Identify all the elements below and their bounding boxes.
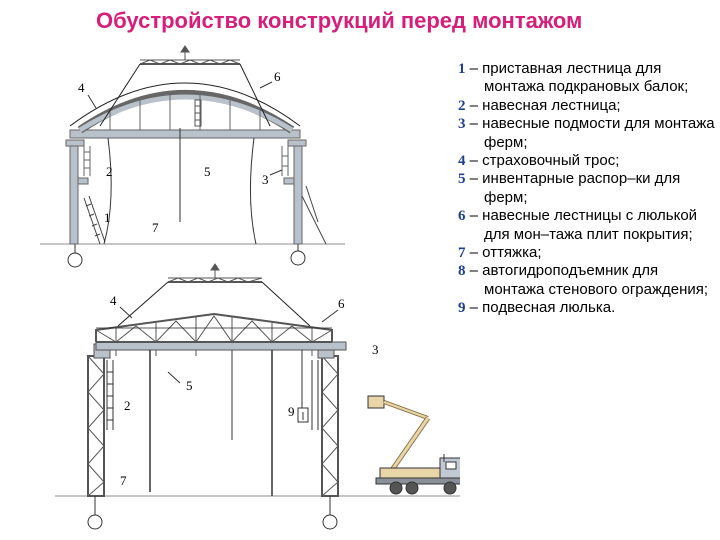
right-column-bottom (311, 343, 339, 497)
label-2-bottom: 2 (124, 398, 131, 413)
label-2-top: 2 (106, 164, 113, 179)
legend-item-8: 8 – автогидроподъемник для монтажа стено… (458, 262, 709, 298)
legend-item-7: 7 – оттяжка; (458, 244, 542, 262)
legend: 1 – приставная лестница для монтажа подк… (458, 60, 716, 318)
bottom-labels: 4 6 3 5 2 9 8 7 (110, 293, 379, 488)
right-column-top (281, 139, 327, 245)
label-3-bottom: 3 (372, 342, 379, 357)
legend-item-1: 1 – приставная лестница для монтажа подк… (458, 60, 689, 96)
label-4-top: 4 (78, 80, 85, 95)
label-4-bottom: 4 (110, 293, 117, 308)
label-1-top: 1 (104, 210, 111, 225)
legend-item-9: 9 – подвесная люлька. (458, 299, 616, 317)
left-column-top (65, 139, 106, 245)
legend-item-5: 5 – инвентарные распор–ки для ферм; (458, 170, 681, 206)
legend-item-6: 6 – навесные лестницы с люлькой для мон–… (458, 207, 698, 243)
construction-diagram: 4 6 2 5 3 1 7 (40, 45, 460, 530)
spreader-top (99, 45, 271, 127)
label-5-bottom: 5 (186, 378, 193, 393)
bottom-scheme (55, 263, 460, 530)
spreader-bottom (117, 263, 311, 327)
legend-item-2: 2 – навесная лестница; (458, 96, 621, 114)
label-6-bottom: 6 (338, 296, 345, 311)
label-7-bottom: 7 (120, 473, 127, 488)
arched-truss (69, 82, 301, 139)
label-7-top: 7 (152, 220, 159, 235)
label-6-top: 6 (274, 69, 281, 84)
label-5-top: 5 (204, 164, 211, 179)
aerial-lift-truck (367, 395, 460, 495)
top-scheme (40, 45, 345, 268)
page-title: Обустройство конструкций перед монтажом (96, 8, 583, 33)
top-labels: 4 6 2 5 3 1 7 (78, 69, 281, 235)
left-column-bottom (87, 343, 114, 497)
label-3-top: 3 (262, 172, 269, 187)
legend-item-4: 4 – страховочный трос; (458, 152, 620, 170)
label-9-bottom: 9 (288, 404, 295, 419)
legend-item-3: 3 – навесные подмости для монтажа ферм; (458, 115, 715, 151)
